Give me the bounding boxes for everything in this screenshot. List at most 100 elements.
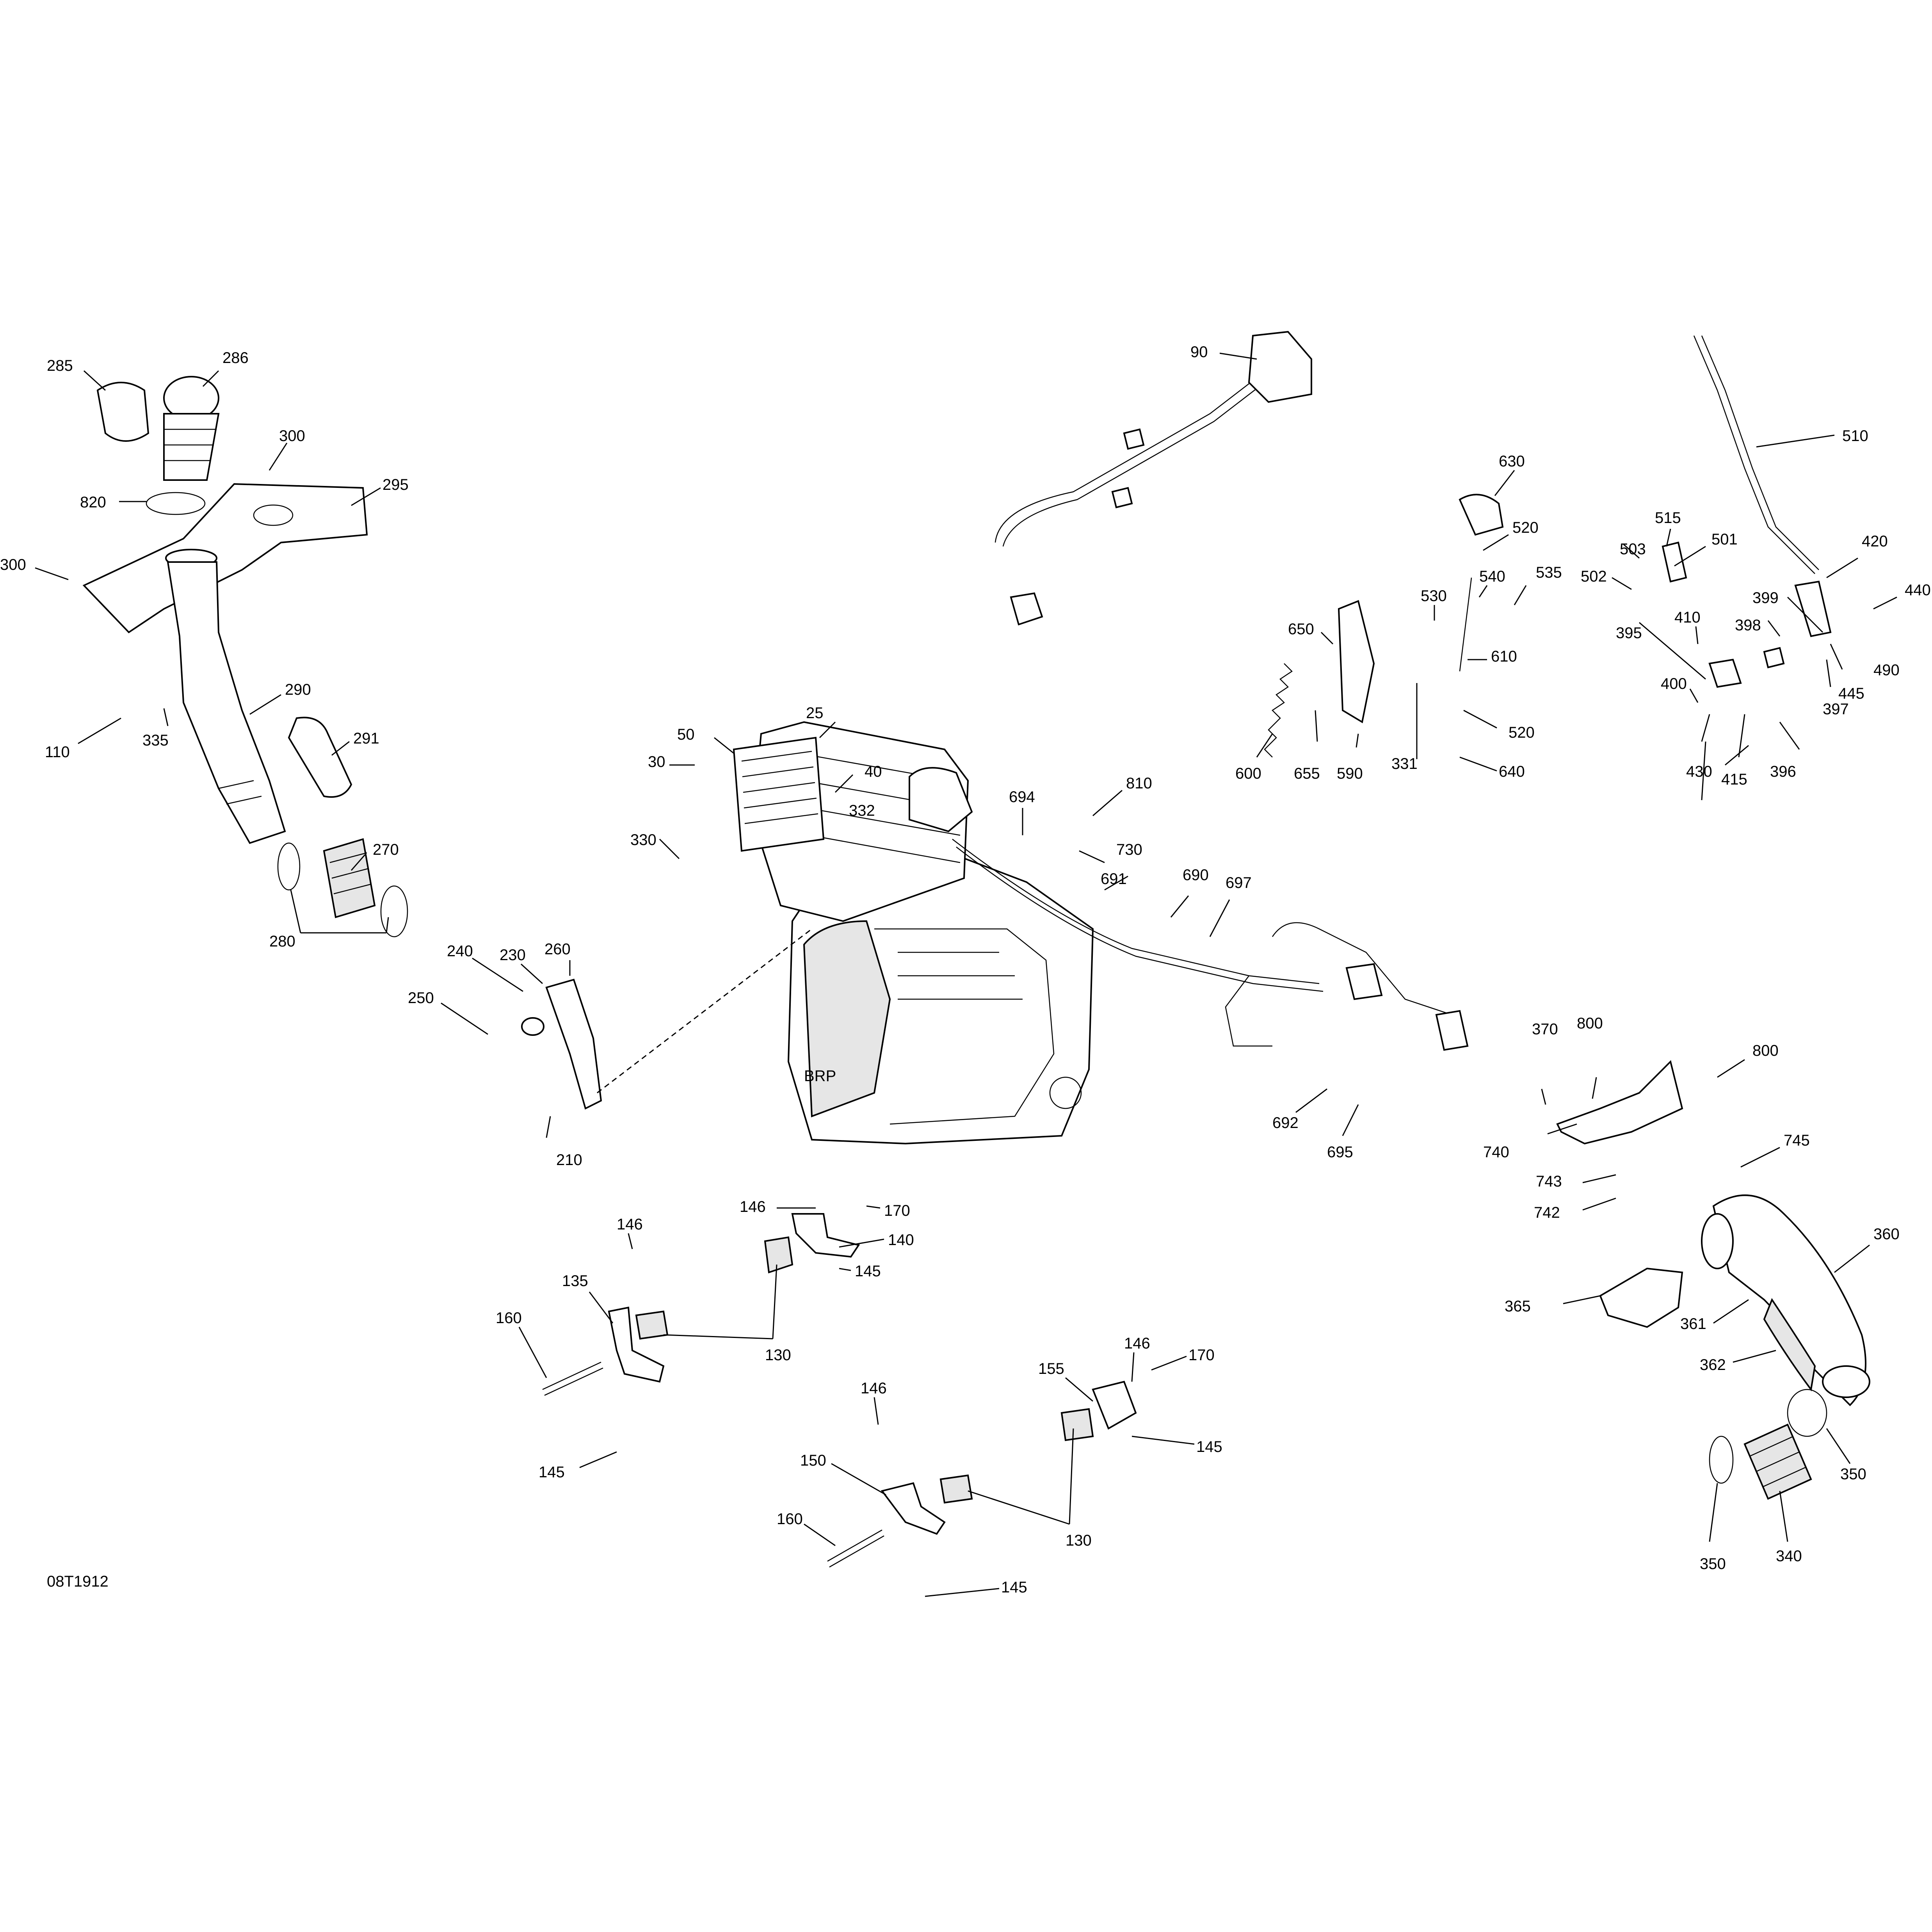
callout-340: 340 (1776, 1548, 1802, 1565)
wiring-harness-upper (994, 331, 1312, 626)
callout-130: 130 (1066, 1532, 1092, 1549)
callout-286: 286 (222, 349, 249, 366)
clamp-ring (146, 492, 206, 515)
callout-600: 600 (1235, 765, 1261, 782)
callout-745: 745 (1784, 1132, 1810, 1149)
callout-430: 430 (1686, 763, 1712, 780)
callout-515: 515 (1655, 509, 1681, 527)
callout-350: 350 (1840, 1466, 1866, 1483)
callout-230: 230 (500, 946, 526, 964)
callout-415: 415 (1721, 771, 1747, 788)
engine-mount-bracket (521, 928, 812, 1110)
callout-295: 295 (382, 476, 409, 493)
callout-160: 160 (777, 1510, 803, 1528)
callout-530: 530 (1421, 587, 1447, 605)
callout-820: 820 (80, 494, 106, 511)
callout-692: 692 (1272, 1114, 1299, 1131)
intake-duct-boot (163, 376, 220, 481)
callout-730: 730 (1116, 841, 1142, 858)
engine-brand-mark: BRP (804, 1067, 836, 1085)
callout-260: 260 (544, 941, 571, 958)
callout-694: 694 (1009, 788, 1035, 806)
callout-285: 285 (47, 357, 73, 374)
callout-396: 396 (1770, 763, 1796, 780)
callout-800: 800 (1577, 1015, 1603, 1032)
callout-535: 535 (1536, 564, 1562, 581)
callout-25: 25 (806, 704, 824, 722)
callout-360: 360 (1873, 1226, 1900, 1243)
air-duct-housing (1701, 1194, 1870, 1406)
callout-labels: 285 286 300 820 295 300 110 335 290 291 … (0, 343, 1931, 1596)
callout-420: 420 (1862, 533, 1888, 550)
callout-540: 540 (1479, 568, 1505, 585)
intake-tube (165, 549, 286, 844)
callout-743: 743 (1536, 1173, 1562, 1190)
callout-291: 291 (353, 730, 379, 747)
linkage-group (1264, 335, 1832, 758)
callout-160: 160 (496, 1309, 522, 1327)
callout-655: 655 (1294, 765, 1320, 782)
callout-335: 335 (142, 732, 169, 749)
callout-280: 280 (269, 933, 295, 950)
callout-135: 135 (562, 1272, 588, 1290)
clamp (277, 842, 301, 891)
callout-300: 300 (279, 427, 305, 445)
callout-399: 399 (1752, 589, 1779, 607)
callout-740: 740 (1483, 1144, 1509, 1161)
callout-270: 270 (373, 841, 399, 858)
callout-490: 490 (1873, 662, 1900, 679)
callout-350: 350 (1700, 1555, 1726, 1573)
callout-332: 332 (849, 802, 875, 819)
callout-800: 800 (1752, 1042, 1779, 1059)
callout-445: 445 (1838, 685, 1864, 702)
mount-bracket-135 (542, 1306, 669, 1396)
callout-146: 146 (617, 1216, 643, 1233)
mount-bracket-150 (827, 1474, 973, 1568)
callout-440: 440 (1905, 582, 1931, 599)
intake-cover-plug (96, 382, 149, 442)
leader-lines (35, 352, 1897, 1597)
callout-40: 40 (865, 763, 882, 780)
callout-697: 697 (1226, 874, 1252, 891)
callout-140: 140 (888, 1231, 914, 1249)
callout-590: 590 (1337, 765, 1363, 782)
callout-397: 397 (1823, 701, 1849, 718)
callout-300: 300 (0, 556, 26, 573)
callout-170: 170 (884, 1202, 910, 1219)
coupler-boot (1743, 1423, 1812, 1500)
callout-395: 395 (1616, 624, 1642, 642)
clamp (1709, 1389, 1827, 1484)
callout-690: 690 (1183, 866, 1209, 884)
callout-146: 146 (861, 1380, 887, 1397)
callout-398: 398 (1735, 617, 1761, 634)
callout-90: 90 (1190, 343, 1208, 361)
callout-365: 365 (1505, 1298, 1531, 1315)
callout-50: 50 (677, 726, 695, 743)
callout-503: 503 (1620, 541, 1646, 558)
callout-110: 110 (45, 744, 70, 761)
callout-145: 145 (855, 1263, 881, 1280)
callout-742: 742 (1534, 1204, 1560, 1221)
callout-650: 650 (1288, 621, 1314, 638)
callout-370: 370 (1532, 1021, 1558, 1038)
callout-610: 610 (1491, 648, 1517, 665)
engine-assembly: BRP (733, 721, 1469, 1145)
callout-361: 361 (1680, 1315, 1706, 1332)
callout-130: 130 (765, 1347, 791, 1364)
callout-510: 510 (1842, 427, 1868, 445)
callout-30: 30 (648, 753, 665, 770)
duct-adapter (1599, 1267, 1683, 1328)
callout-400: 400 (1661, 675, 1687, 692)
callout-331: 331 (1391, 755, 1418, 772)
callout-155: 155 (1038, 1360, 1064, 1377)
callout-145: 145 (1196, 1438, 1222, 1455)
callout-810: 810 (1126, 775, 1152, 792)
drawing-reference-code: 08T1912 (47, 1573, 109, 1590)
callout-290: 290 (285, 681, 311, 698)
clamp (380, 885, 408, 938)
callout-145: 145 (1001, 1579, 1027, 1596)
callout-362: 362 (1700, 1356, 1726, 1373)
callout-520: 520 (1509, 724, 1535, 741)
callout-520: 520 (1512, 519, 1539, 536)
